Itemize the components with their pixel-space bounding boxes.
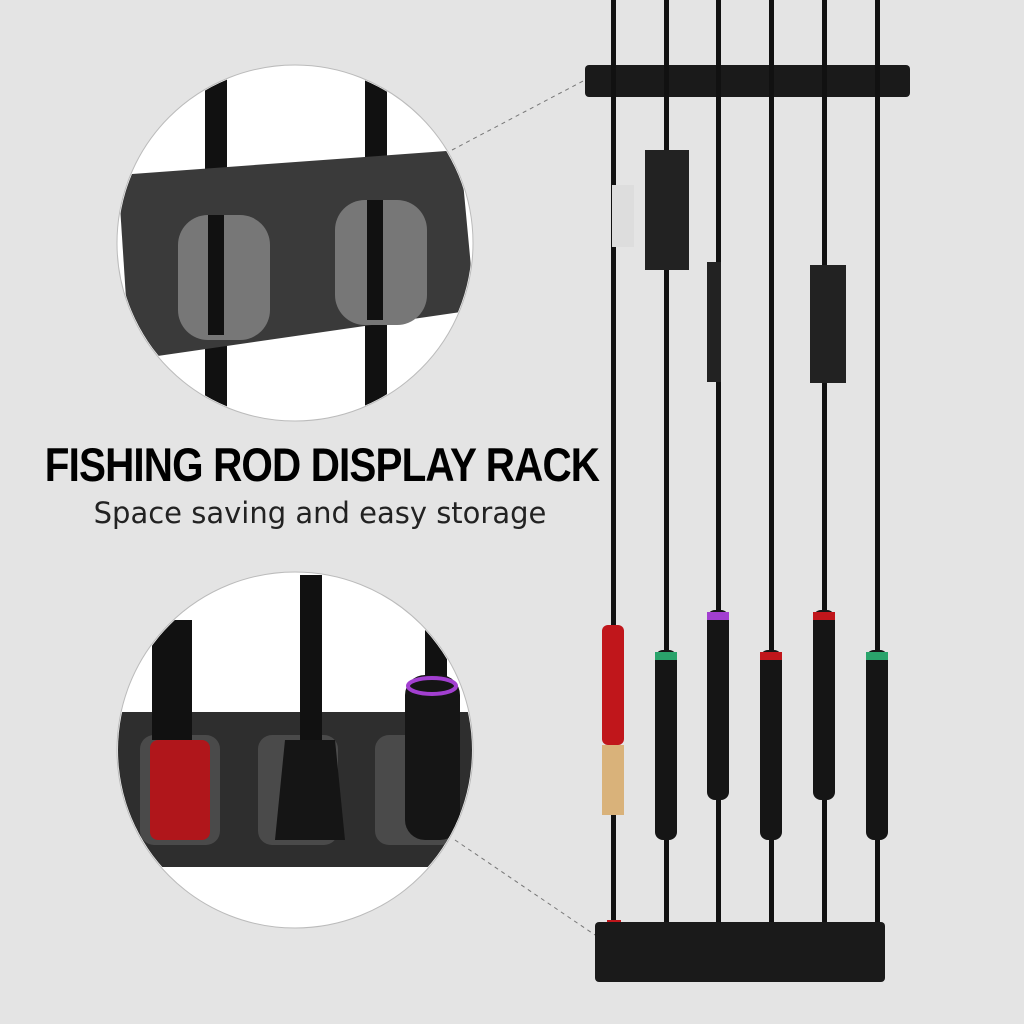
hang-tag [612,185,634,247]
hang-tag [707,262,721,382]
fishing-rod [611,0,616,930]
fishing-rod [769,0,774,930]
rod-trim-ring [707,612,729,620]
rod-handle [707,610,729,800]
hang-tag [810,265,846,383]
fishing-rod-rack [585,0,910,982]
callout-line-bottom [454,839,596,936]
fishing-rod [875,0,880,930]
rod-reel-seat [602,625,624,745]
fishing-rod [716,0,721,930]
headline: FISHING ROD DISPLAY RACK [44,438,600,491]
rod-trim-ring [813,612,835,620]
rod-handle [655,650,677,840]
tagline: Space saving and easy storage [93,496,547,530]
rod-handle [866,650,888,840]
top-holder-closeup [116,64,474,422]
bottom-base [595,922,885,982]
bottom-base-closeup [116,571,474,929]
rod-trim-ring [760,652,782,660]
rod-trim-ring [866,652,888,660]
rod-handle [813,610,835,800]
top-holder [585,65,910,97]
fishing-rod [664,0,669,930]
rod-trim-ring [655,652,677,660]
rod-cork-grip [602,745,624,815]
callout-line-top [451,79,586,151]
rod-handle [760,650,782,840]
fishing-rod [822,0,827,930]
hang-tag [645,150,689,270]
